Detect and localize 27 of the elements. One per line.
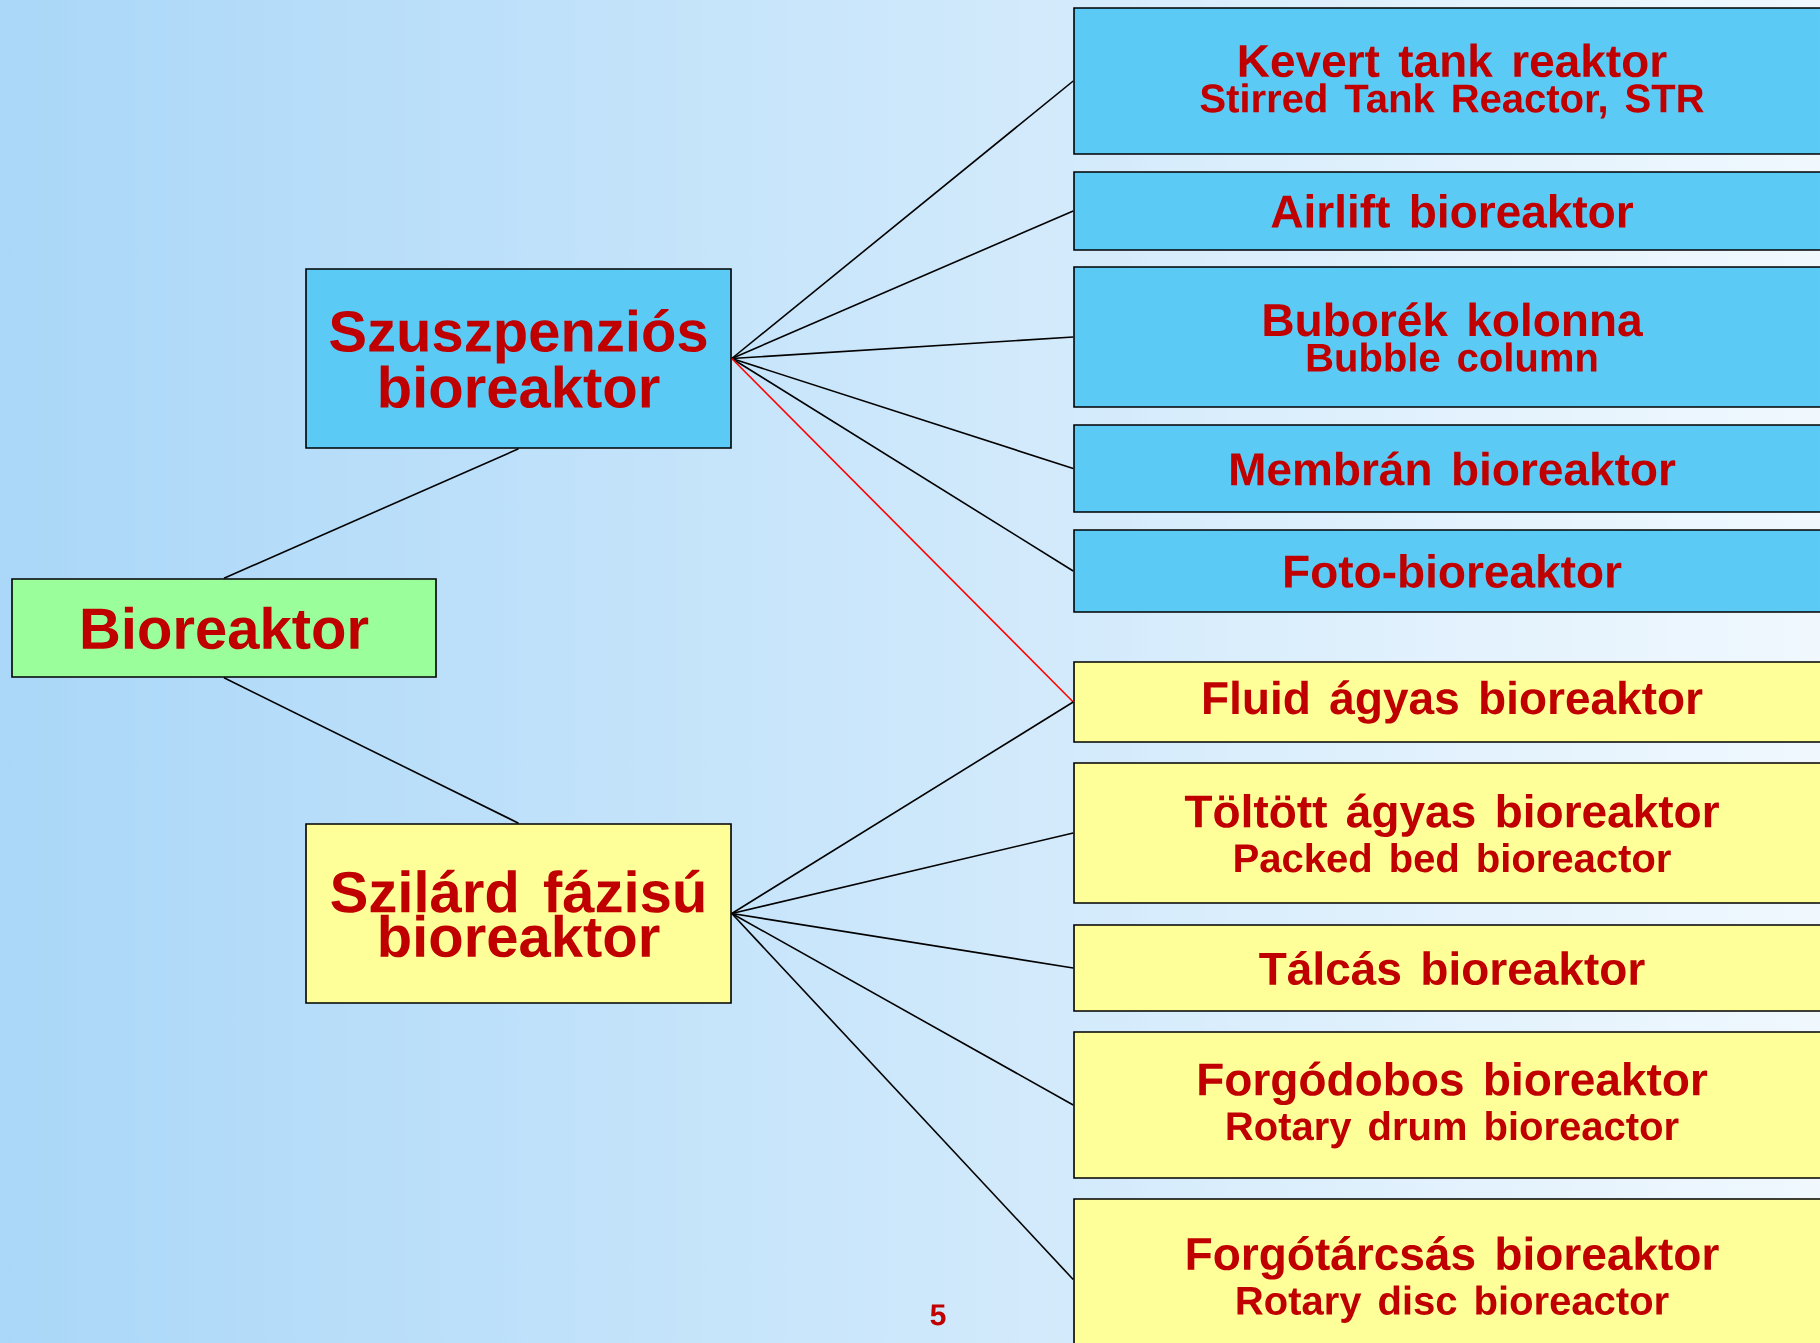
type-box: Kevert tank reaktor Stirred Tank Reactor, STR	[1073, 7, 1820, 155]
type-box: Buborék kolonna Bubble column	[1073, 266, 1820, 408]
page-number: 5	[930, 1304, 946, 1326]
type-box: Tálcás bioreaktor	[1073, 924, 1820, 1012]
connector-line	[223, 677, 520, 824]
type-box: Forgótárcsás bioreaktor Rotary disc bioreactor	[1073, 1198, 1820, 1343]
category-box: Szilárd fázisú bioreaktor	[305, 823, 732, 1004]
connector-line	[731, 701, 1074, 915]
connector-line	[731, 210, 1074, 360]
type-box: Airlift bioreaktor	[1073, 171, 1820, 251]
type-box: Töltött ágyas bioreaktor Packed bed bioreactor	[1073, 762, 1820, 904]
category-box: Szuszpenziós bioreaktor	[305, 268, 732, 449]
connector-line	[731, 357, 1074, 470]
connector-line	[731, 832, 1074, 915]
connector-line	[731, 912, 1074, 1281]
type-box: Membrán bioreaktor	[1073, 424, 1820, 513]
category-box: Bioreaktor	[11, 578, 437, 678]
type-box: Fluid ágyas bioreaktor	[1073, 661, 1820, 743]
type-box: Forgódobos bioreaktor Rotary drum bioreactor	[1073, 1031, 1820, 1179]
connector-line	[731, 912, 1074, 1106]
type-box: Foto-bioreaktor	[1073, 529, 1820, 613]
connector-line	[731, 357, 1074, 703]
connector-line	[731, 912, 1074, 969]
connector-line	[223, 448, 520, 579]
connector-line	[731, 80, 1074, 360]
connector-line	[731, 336, 1074, 360]
connector-line	[731, 357, 1074, 572]
